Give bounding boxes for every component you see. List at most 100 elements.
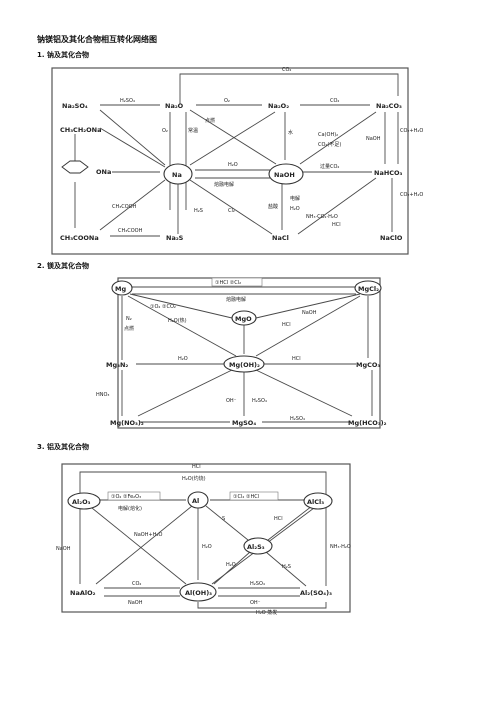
label-ca-oh: Ca(OH)₂ — [318, 132, 338, 138]
node-al-ring — [187, 491, 209, 509]
magnesium-network-diagram: Mg MgCl₂ MgO Mg₃N₂ Mg(OH)₂ MgCO₃ Mg(NO₃)… — [96, 277, 387, 429]
label-h2so4b: H₂SO₄ — [290, 416, 305, 422]
label-n2: N₂ — [126, 316, 132, 322]
edge-na-ch3ch2ona — [99, 127, 166, 168]
label-co2: CO₂ — [132, 581, 141, 587]
node-al2o3-ring — [67, 492, 101, 510]
label-dianjie: 电解 — [290, 195, 300, 202]
label-h2o-re: H₂O(灼烧) — [182, 475, 206, 482]
node-al2o3: Al₂O₃ — [72, 498, 91, 506]
node-naoh-ring — [268, 163, 304, 185]
label-oh: OH⁻ — [226, 398, 237, 404]
node-mgcl2-ring — [354, 280, 382, 296]
label-co2-bu: CO₂(不足) — [318, 142, 341, 148]
label-rongrong: 熔融电解 — [214, 181, 234, 188]
label-o2-side: O₂ — [162, 128, 168, 134]
edge-top-co2 — [179, 73, 399, 104]
label-s: S — [222, 516, 225, 522]
sodium-frame — [51, 67, 409, 255]
edge-nacl-nahco3 — [297, 177, 377, 235]
edge-al2s3-aloh3 — [213, 551, 251, 585]
edge-naoh-na2co3 — [299, 111, 377, 165]
node-nahco3: NaHCO₃ — [374, 169, 403, 177]
label-h2o: H₂O — [178, 356, 188, 362]
node-nacl: NaCl — [272, 234, 289, 242]
label-h2o2: H₂O — [290, 206, 300, 212]
edge-al2o3-aloh3 — [91, 507, 187, 585]
label-dianjie: 电解(熔化) — [118, 505, 142, 512]
edge-na-ch3coona — [99, 179, 166, 231]
edge-mgcl2-mgoh2 — [255, 295, 361, 357]
section-magnesium-heading: 2. 镁及其化合物 — [37, 262, 89, 270]
node-naalo2: NaAlO₂ — [70, 589, 96, 597]
node-mgco3: MgCO₃ — [356, 361, 380, 369]
edge-mgoh2-mgno3 — [137, 369, 233, 417]
label-hcl2: HCl — [274, 516, 283, 522]
label-ch3cooh2: CH₃COOH — [118, 228, 143, 234]
sodium-network-diagram: Na₂SO₄ Na₂O Na₂O₂ Na₂CO₃ CH₃CH₂ONa ONa N… — [51, 67, 423, 255]
label-o2: O₂ — [224, 98, 230, 104]
node-na: Na — [172, 171, 182, 179]
label-changwen: 常温 — [188, 127, 198, 134]
node-na2co3: Na₂CO₃ — [376, 102, 402, 110]
node-mgoh2-ring — [223, 355, 265, 373]
node-na-ring — [163, 163, 193, 185]
label-yansuan: 盐酸 — [268, 203, 278, 210]
aluminium-network-diagram: Al₂O₃ Al AlCl₃ Al₂S₃ NaAlO₂ Al(OH)₃ Al₂(… — [56, 463, 351, 616]
edge-al2s3-al2so4 — [265, 551, 307, 587]
node-na2s: Na₂S — [166, 234, 184, 242]
edge-na-na2o2 — [189, 111, 276, 166]
label-cl2: Cl₂ — [228, 208, 235, 214]
edge-mgcl2-mgo — [255, 293, 361, 319]
label-rongrong: 熔融电解 — [226, 296, 246, 303]
edge-al-al2s3 — [205, 505, 249, 541]
node-mghco3: Mg(HCO₃)₂ — [348, 419, 387, 427]
label-shui: 水 — [288, 129, 293, 136]
label-h2o: H₂O — [202, 544, 212, 550]
label-oh: OH⁻ — [250, 600, 261, 606]
node-mgno3: Mg(NO₃)₂ — [110, 419, 144, 427]
node-al2s3: Al₂S₃ — [247, 543, 265, 551]
label-o2-co2: ①O₂ ②CO₂ — [150, 304, 176, 310]
node-mg3n2: Mg₃N₂ — [106, 361, 128, 369]
tag-hcl-cl2 — [211, 277, 263, 287]
node-aloh3-ring — [179, 582, 217, 602]
tag-o2-fe — [107, 491, 161, 501]
label-hcl: HCl — [332, 222, 341, 228]
node-aloh3: Al(OH)₃ — [185, 589, 212, 597]
label-naoh2: NaOH — [128, 600, 143, 606]
node-ch3ch2ona: CH₃CH₂ONa — [60, 126, 101, 134]
node-na2so4: Na₂SO₄ — [62, 102, 88, 110]
node-al2so4: Al₂(SO₄)₃ — [300, 589, 332, 597]
node-al2s3-ring — [243, 537, 273, 555]
label-h2s: H₂S — [194, 208, 203, 214]
label-h2o-re: H₂O(热) — [168, 317, 187, 324]
label-dianran: 点燃 — [205, 117, 215, 124]
label-dianran: 点燃 — [124, 325, 134, 332]
edge-na2so4-na — [99, 109, 166, 166]
label-naoh: NaOH — [302, 310, 317, 316]
label-naoh-side: NaOH — [366, 136, 381, 142]
label-hno3: HNO₃ — [96, 392, 109, 398]
edge-alcl3-al2o3-top — [79, 471, 327, 494]
edge-alcl3-al2s3 — [267, 505, 313, 541]
edge-al-naalo2 — [95, 505, 193, 585]
node-alcl3: AlCl₃ — [307, 498, 324, 506]
label-co2h2o: CO₂+H₂O — [400, 128, 423, 134]
label-naoh: NaOH — [56, 546, 71, 552]
label-hcl2: HCl — [282, 322, 291, 328]
label-h2so4: H₂SO₄ — [120, 98, 135, 104]
label-ch3cooh: CH₃COOH — [112, 204, 137, 210]
edge-bottom-h2o — [197, 602, 327, 609]
edge-mg-mgoh2 — [127, 295, 237, 357]
label-top-co2: CO₂ — [282, 67, 291, 73]
label-guoliang: 过量CO₂ — [320, 163, 339, 170]
section-aluminium-heading: 3. 铝及其化合物 — [37, 443, 89, 451]
node-naoh: NaOH — [274, 171, 295, 179]
label-h2o-rx: H₂O — [226, 562, 236, 568]
node-mgoh2: Mg(OH)₂ — [229, 361, 260, 369]
node-mgcl2: MgCl₂ — [358, 285, 379, 293]
node-na2o2: Na₂O₂ — [268, 102, 289, 110]
label-h2s: H₂S — [282, 564, 291, 570]
node-phenol-ona: ONa — [96, 168, 111, 176]
